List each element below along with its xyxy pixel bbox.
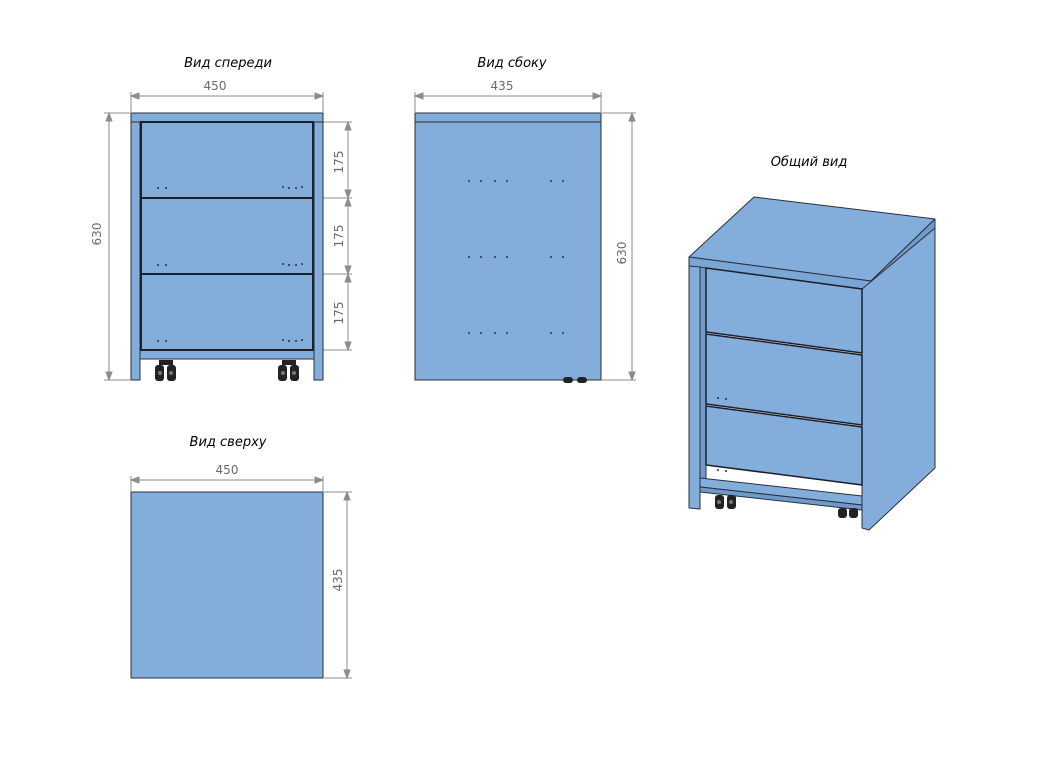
iso-inner-cavity: [699, 266, 707, 491]
top-view-title: Вид сверху: [189, 435, 267, 450]
front-height-label: 630: [90, 222, 104, 246]
top-width-dimension: [129, 476, 325, 491]
iso-right-side-panel: [861, 227, 936, 531]
drawer-screw-marks: [157, 186, 303, 342]
front-left-side: [130, 121, 141, 381]
top-view: [129, 476, 352, 680]
iso-drawer-2: [705, 333, 863, 426]
front-view: [104, 92, 352, 382]
side-top-panel: [414, 112, 602, 123]
side-screw-marks: [468, 180, 564, 334]
front-wheel-right: [278, 360, 299, 381]
side-depth-label: 435: [490, 79, 514, 93]
top-depth-dimension: [324, 490, 352, 680]
side-view: [413, 92, 636, 383]
side-panel: [414, 121, 602, 381]
side-wheels: [563, 377, 587, 383]
front-bottom-rail: [139, 349, 315, 360]
front-width-dimension: [129, 92, 325, 112]
iso-drawer-1: [705, 267, 863, 354]
isometric-view: [688, 196, 936, 531]
drawer-1-label: 175: [332, 150, 346, 174]
iso-wheel-front: [715, 495, 736, 509]
drawer-front-2: [140, 197, 314, 275]
top-width-label: 450: [215, 463, 239, 477]
side-height-dimension: [602, 111, 636, 382]
drawer-front-3: [140, 273, 314, 351]
top-depth-label: 435: [331, 568, 345, 592]
drawer-front-1: [140, 121, 314, 199]
iso-left-side-panel: [688, 265, 701, 510]
iso-screw-marks: [717, 397, 727, 472]
iso-view-title: Общий вид: [770, 155, 848, 170]
side-depth-dimension: [413, 92, 603, 112]
front-top-panel: [130, 112, 324, 123]
drawer-dimensions: [314, 120, 352, 352]
side-height-label: 630: [615, 241, 629, 265]
front-width-label: 450: [203, 79, 227, 93]
drawer-2-label: 175: [332, 224, 346, 248]
front-view-title: Вид спереди: [184, 56, 272, 71]
front-right-side: [313, 121, 324, 381]
drawer-3-label: 175: [332, 301, 346, 325]
top-panel: [130, 491, 324, 679]
side-view-title: Вид сбоку: [477, 56, 547, 71]
iso-bottom-rail-edge: [699, 486, 863, 511]
iso-drawer-3: [705, 405, 863, 486]
front-wheel-left: [155, 360, 176, 381]
front-height-dimension: [104, 111, 130, 382]
iso-wheel-back: [838, 508, 858, 518]
